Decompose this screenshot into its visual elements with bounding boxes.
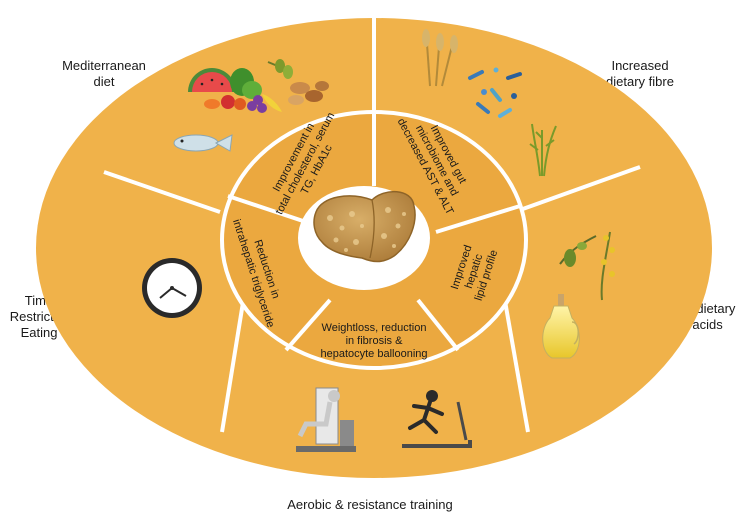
svg-text:in fibrosis &: in fibrosis & [346,335,404,347]
inner-text-weightloss: Weightloss, reduction in fibrosis & hepa… [320,322,427,360]
svg-text:Weightloss, reduction: Weightloss, reduction [322,322,427,334]
svg-text:hepatocyte ballooning: hepatocyte ballooning [320,348,427,360]
mediterranean-diet-label: Mediterranean diet [62,58,146,89]
inner-dividers [227,112,521,352]
treadmill-runner-icon [402,390,472,448]
clock-icon [142,258,202,318]
olive-branch-icon [559,231,615,301]
dietary-fibre-label: Increased dietary fibre [606,58,674,89]
wheat-icon [422,29,458,87]
outer-dividers [103,18,641,433]
oil-bottle-icon [542,294,580,359]
fish-icon [173,134,233,152]
nuts-icon [288,81,329,105]
grass-icon [529,123,557,177]
liver-icon [313,191,416,263]
olive-icon [267,59,293,79]
bacteria-icon [468,67,522,118]
exercise-label: Aerobic & resistance training [287,497,453,512]
fruit-vegetable-icon [188,68,282,113]
gym-machine-icon [296,387,356,452]
